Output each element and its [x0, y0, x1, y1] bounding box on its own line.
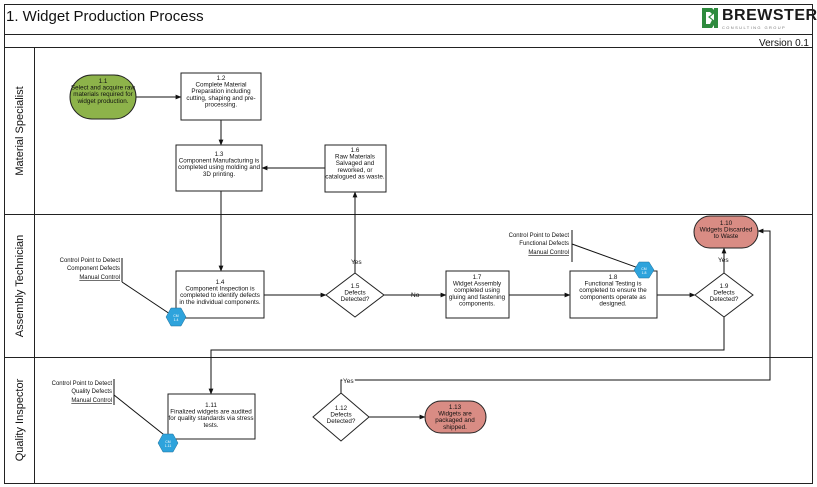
- node-1-7-shape: [445, 270, 510, 319]
- control-leader-2: [571, 243, 645, 271]
- lane-label-assembly-technician: Assembly Technician: [14, 235, 26, 338]
- node-1-2-shape: [180, 72, 262, 121]
- node-1-12-decision-shape: [312, 392, 370, 442]
- control-point-functional-defects: [571, 230, 655, 279]
- control-point-component-defects: [121, 258, 187, 327]
- brand-logo: BREWSTER CONSULTING GROUP: [700, 6, 817, 32]
- edge-label-1-9-yes: Yes: [718, 257, 729, 264]
- node-1-3-shape: [175, 144, 263, 192]
- node-1-5-decision-shape: [325, 272, 385, 318]
- node-1-8-shape: [569, 270, 658, 319]
- control-leader-1: [121, 281, 177, 319]
- lane-label-quality-inspector: Quality Inspector: [14, 378, 26, 461]
- node-1-11-shape: [167, 393, 256, 440]
- control-hex-3-icon: [157, 433, 179, 453]
- brand-tagline: CONSULTING GROUP: [722, 25, 787, 30]
- brewster-logo-mark-icon: [702, 8, 718, 28]
- edge-label-1-5-no: No: [411, 292, 420, 299]
- control-hex-1-icon: [165, 307, 187, 327]
- lane-label-material-specialist: Material Specialist: [14, 86, 26, 175]
- edges: [136, 94, 771, 420]
- brand-name: BREWSTER: [722, 7, 817, 24]
- node-1-10-end-shape: [693, 215, 759, 249]
- node-1-1-start-shape: [69, 74, 137, 120]
- node-1-6-shape: [324, 144, 387, 193]
- page-title: 1. Widget Production Process: [6, 8, 204, 25]
- node-1-9-decision-shape: [694, 272, 754, 318]
- node-1-4-shape: [175, 270, 265, 319]
- edge-label-1-5-yes: Yes: [351, 259, 362, 266]
- page-frame: [4, 4, 813, 484]
- control-hex-2-icon: [633, 261, 655, 279]
- edge-1-12-yes-to-1-10: [340, 228, 771, 393]
- node-1-13-end-shape: [424, 400, 487, 434]
- control-leader-3: [113, 394, 169, 439]
- version-label: Version 0.1: [758, 38, 809, 49]
- control-point-quality-defects: [113, 379, 179, 453]
- edge-1-9-no-to-1-11: [208, 317, 725, 395]
- edge-label-1-12-yes: Yes: [343, 378, 354, 385]
